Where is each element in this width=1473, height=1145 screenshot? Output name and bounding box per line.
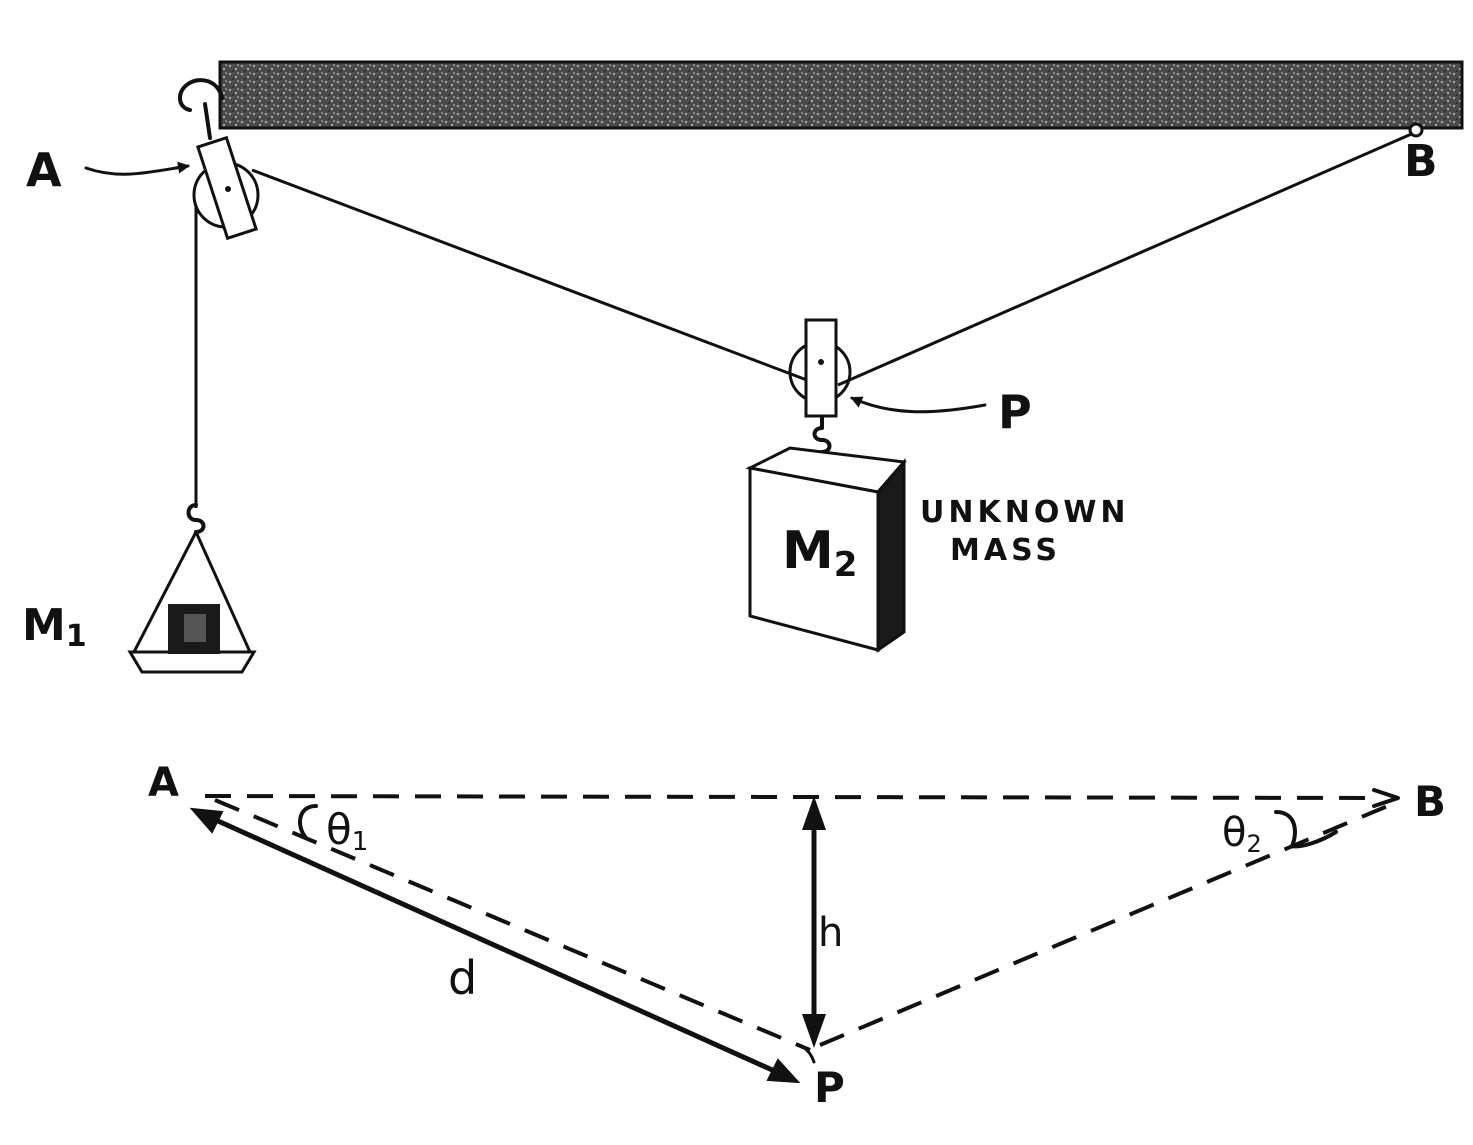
label-p-top: P bbox=[998, 385, 1032, 439]
label-m1: M1 bbox=[22, 600, 87, 654]
angle-arc-theta2 bbox=[1274, 810, 1338, 849]
p-hook bbox=[812, 416, 832, 468]
vector-d-head-a bbox=[189, 807, 224, 834]
vector-d-head-p bbox=[766, 1058, 801, 1084]
label-b-bottom: B bbox=[1414, 777, 1446, 826]
arrow-head-b bbox=[1372, 788, 1400, 808]
label-p-bottom: P bbox=[814, 1063, 845, 1112]
label-h: h bbox=[818, 910, 843, 956]
label-b-top: B bbox=[1404, 136, 1438, 187]
arrow-to-pulley-a bbox=[84, 161, 190, 176]
pulley-p bbox=[788, 318, 852, 418]
angle-arc-theta1 bbox=[298, 804, 318, 840]
label-theta1: θ1 bbox=[326, 805, 368, 857]
dashed-line-ap bbox=[214, 798, 811, 1052]
top-apparatus: A B P M1 M2 UNKNOWN MASS bbox=[22, 60, 1464, 674]
anchor-b bbox=[1408, 122, 1424, 138]
height-arrow-top bbox=[802, 796, 826, 830]
rope-p-to-b bbox=[837, 130, 1417, 387]
geometry-diagram: A B P θ1 θ2 h d bbox=[148, 760, 1446, 1112]
arrow-to-pulley-p bbox=[850, 396, 987, 414]
dashed-line-pb bbox=[819, 803, 1391, 1047]
pan-m1 bbox=[127, 530, 257, 674]
label-m2: M2 bbox=[782, 521, 857, 585]
unknown-mass-line1: UNKNOWN bbox=[920, 495, 1130, 530]
pulley-a bbox=[192, 135, 260, 241]
pan-hook bbox=[186, 503, 206, 534]
angle-hook-p bbox=[800, 1044, 816, 1064]
label-a-bottom: A bbox=[148, 760, 179, 806]
ceiling-beam bbox=[218, 60, 1464, 130]
rope-a-to-p bbox=[251, 168, 821, 387]
height-arrow-bottom bbox=[802, 1014, 826, 1048]
unknown-mass-line2: MASS bbox=[950, 533, 1061, 568]
label-a-top: A bbox=[26, 143, 62, 197]
vector-d bbox=[195, 809, 793, 1081]
label-theta2: θ2 bbox=[1222, 810, 1262, 858]
label-d: d bbox=[448, 951, 477, 1005]
dashed-line-ab bbox=[204, 794, 1381, 800]
ceiling-hook bbox=[178, 78, 224, 140]
block-m2 bbox=[745, 446, 907, 653]
